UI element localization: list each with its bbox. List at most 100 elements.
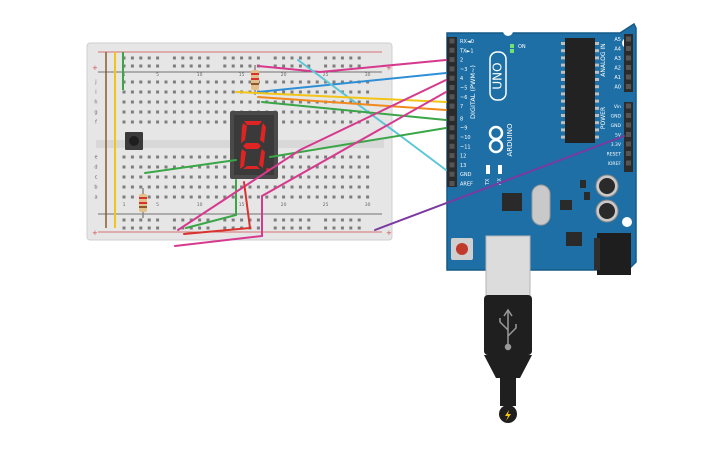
power-pin[interactable]: [626, 103, 631, 109]
breadboard-hole: [332, 175, 336, 179]
analog-pin[interactable]: [626, 74, 631, 80]
breadboard-hole: [206, 80, 210, 84]
rail-hole: [198, 226, 202, 230]
breadboard-hole: [223, 90, 227, 94]
digital-pin[interactable]: [449, 181, 455, 186]
breadboard-hole: [307, 155, 311, 159]
rail-hole: [240, 56, 244, 60]
rail-hole: [130, 218, 134, 222]
breadboard-hole: [198, 165, 202, 169]
resistor-upper[interactable]: [251, 65, 259, 95]
power-pin-sockets[interactable]: [626, 103, 631, 166]
digital-pin[interactable]: [449, 38, 455, 44]
wire-green-2[interactable]: [144, 159, 237, 174]
power-barrel-jack[interactable]: [597, 233, 631, 275]
analog-pin[interactable]: [626, 36, 631, 42]
digital-pin-label: ~10: [460, 135, 471, 141]
analog-pin[interactable]: [626, 84, 631, 89]
analog-pin[interactable]: [626, 65, 631, 70]
breadboard-hole: [181, 100, 185, 104]
wire-orange[interactable]: [257, 96, 447, 111]
rail-hole: [324, 226, 328, 230]
digital-pin-label: ~11: [460, 144, 471, 150]
digital-pin[interactable]: [449, 134, 455, 140]
breadboard-hole: [298, 120, 302, 124]
digital-pin[interactable]: [449, 171, 455, 177]
breadboard-hole: [366, 80, 370, 84]
smd-component: [560, 200, 572, 210]
seven-segment-display[interactable]: 8: [230, 111, 278, 179]
chip-leg: [595, 49, 599, 53]
analog-pin[interactable]: [626, 55, 631, 61]
wire-purple[interactable]: [374, 135, 625, 231]
digital-pin[interactable]: [449, 103, 455, 109]
rail-hole: [298, 218, 302, 222]
wire-magenta[interactable]: [257, 59, 447, 74]
digital-pin[interactable]: [449, 125, 455, 131]
analog-header-label: ANALOG IN: [600, 43, 607, 76]
power-pin[interactable]: [626, 141, 631, 147]
chip-leg: [561, 85, 565, 89]
breadboard-hole: [206, 195, 210, 199]
rail-hole: [349, 218, 353, 222]
breadboard-hole: [240, 185, 244, 189]
power-pin[interactable]: [626, 122, 631, 128]
column-label: 20: [281, 72, 287, 78]
digital-pin[interactable]: [449, 47, 455, 53]
breadboard-hole: [315, 90, 319, 94]
crystal-oscillator: [531, 184, 551, 226]
rail-hole: [223, 218, 227, 222]
breadboard-hole: [214, 100, 218, 104]
rail-hole: [340, 56, 344, 60]
rail-hole: [172, 56, 176, 60]
mount-hole: [503, 26, 513, 36]
digital-pin-sockets[interactable]: [449, 38, 455, 187]
breadboard-hole: [189, 155, 193, 159]
wire-blue[interactable]: [257, 72, 447, 93]
digital-pin[interactable]: [449, 75, 455, 81]
breadboard-hole: [290, 120, 294, 124]
digital-pin[interactable]: [449, 66, 455, 72]
wire-yellow[interactable]: [235, 91, 447, 103]
rail-hole: [156, 64, 160, 68]
wires[interactable]: [144, 59, 625, 247]
rail-hole: [172, 226, 176, 230]
pushbutton[interactable]: [125, 132, 143, 150]
wire-red[interactable]: [183, 181, 252, 235]
arduino-brand-text: ARDUINO: [506, 123, 514, 156]
power-pin-label: 3.3V: [611, 142, 622, 148]
breadboard-hole: [206, 155, 210, 159]
breadboard-hole: [298, 175, 302, 179]
digital-pin[interactable]: [449, 85, 455, 90]
digital-pin[interactable]: [449, 143, 455, 149]
breadboard-hole: [240, 195, 244, 199]
breadboard-labels: 115510101515202025253030jihgfedcba: [94, 72, 370, 208]
digital-pin[interactable]: [449, 153, 455, 159]
row-label: g: [94, 110, 97, 116]
breadboard-hole: [366, 165, 370, 169]
digital-pin[interactable]: [449, 94, 455, 100]
digital-pin-label: AREF: [460, 182, 473, 188]
digital-pin[interactable]: [449, 115, 455, 121]
wire-magenta-2[interactable]: [177, 79, 447, 231]
power-pin[interactable]: [626, 151, 631, 156]
digital-pin[interactable]: [449, 162, 455, 168]
analog-pin[interactable]: [626, 46, 631, 51]
power-pin[interactable]: [626, 113, 631, 118]
wire-green-1[interactable]: [261, 101, 447, 121]
smd-component: [580, 180, 586, 188]
breadboard-hole: [307, 120, 311, 124]
reset-button-cap[interactable]: [456, 243, 468, 255]
analog-pin-sockets[interactable]: [626, 36, 631, 90]
usb-cable[interactable]: [484, 235, 532, 423]
resistor-lower[interactable]: [139, 188, 147, 218]
wire-cyan[interactable]: [297, 59, 447, 171]
power-pin[interactable]: [626, 160, 631, 166]
digital-pin[interactable]: [449, 57, 455, 63]
row-label: j: [94, 80, 96, 86]
power-pin[interactable]: [626, 132, 631, 137]
wire-magenta-3[interactable]: [174, 91, 447, 247]
rail-hole: [206, 56, 210, 60]
